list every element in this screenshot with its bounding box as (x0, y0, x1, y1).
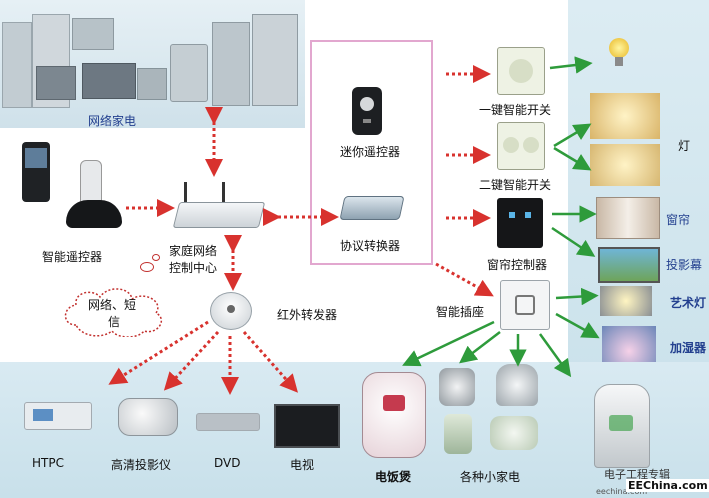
humidifier-label: 加湿器 (670, 341, 707, 355)
arrow-socket-cooker (459, 331, 501, 364)
appliance-group-image (2, 8, 302, 108)
cloud-text-line1: 网络、短 (88, 298, 137, 312)
watermark-line3: eechina.com (596, 487, 648, 496)
mobile-phone-image (22, 142, 50, 202)
home-network-label-line1: 家庭网络 (169, 244, 218, 258)
mini-remote-label: 迷你遥控器 (340, 145, 401, 159)
curtain-image (596, 197, 660, 239)
tea-set-image (490, 416, 538, 450)
arrow-ir-htpc (108, 320, 209, 385)
arrow-ir-projector (163, 330, 220, 391)
art-lamp-label: 艺术灯 (670, 296, 707, 310)
kettle-image (496, 364, 538, 406)
one-key-switch-label: 一键智能开关 (479, 103, 552, 117)
rice-cooker-image (362, 372, 426, 458)
air-purifier-image (594, 384, 650, 468)
projection-screen-image (598, 247, 660, 283)
one-key-switch-image (497, 47, 545, 95)
mini-remote-image (352, 87, 382, 135)
smart-socket-image (500, 280, 550, 330)
two-key-switch-label: 二键智能开关 (479, 178, 552, 192)
cloud-bubble-small (140, 262, 154, 272)
humidifier-image (602, 326, 656, 362)
cloud-bubble-tiny (152, 254, 160, 261)
cloud-text-line2: 信 (108, 315, 121, 329)
net-appliances-label: 网络家电 (88, 114, 137, 128)
smart-socket-label: 智能插座 (436, 305, 485, 319)
curtain-controller-image (497, 198, 543, 248)
curtain-controller-label: 窗帘控制器 (487, 258, 548, 272)
arrow-switch1-bulb (549, 56, 593, 74)
bulb-icon (609, 38, 629, 66)
dvd-image (196, 413, 260, 431)
htpc-label: HTPC (32, 456, 64, 470)
juicer-image (444, 414, 472, 454)
htpc-image (24, 402, 92, 430)
watermark-line2: 电子工程专辑 (604, 468, 670, 481)
two-key-switch-image (497, 122, 545, 170)
arrow-socket-humidifier (555, 312, 600, 339)
tv-label: 电视 (290, 458, 315, 472)
chandelier-image-1 (590, 93, 660, 139)
projector-label: 高清投影仪 (111, 458, 172, 472)
curtain-label: 窗帘 (666, 213, 691, 227)
cordless-phone-image (66, 160, 122, 230)
cloud-shape (64, 288, 162, 337)
small-appliances-label: 各种小家电 (460, 470, 521, 484)
ir-forwarder-label: 红外转发器 (277, 308, 338, 322)
projector-image (118, 398, 178, 436)
arrow-ir-tv (242, 331, 298, 393)
arrow-switch2-lamp1 (553, 123, 592, 148)
smart-remote-label: 智能遥控器 (42, 250, 103, 264)
ir-forwarder-image (210, 292, 252, 330)
router-image (172, 182, 266, 230)
chandelier-image-2 (590, 144, 660, 186)
protocol-converter-label: 协议转换器 (340, 239, 401, 253)
arrow-curtain-screen (551, 226, 596, 257)
tv-image (274, 404, 340, 448)
art-lamp-image (600, 286, 652, 316)
home-network-label-line2: 控制中心 (169, 261, 218, 275)
highlight-box (310, 40, 433, 265)
arrow-socket-ricecooker (402, 320, 495, 367)
lamp-label: 灯 (678, 139, 691, 153)
arrow-socket-artlamp (555, 287, 599, 306)
pressure-cooker-image (439, 368, 475, 406)
arrow-socket-purifier (538, 333, 572, 378)
dvd-label: DVD (214, 456, 241, 470)
watermark-line1: EEChina.com (626, 479, 709, 492)
arrow-box-socket (435, 262, 494, 297)
arrow-switch2-lamp2 (553, 146, 592, 171)
rice-cooker-label: 电饭煲 (375, 470, 412, 484)
projection-screen-label: 投影幕 (666, 258, 703, 272)
